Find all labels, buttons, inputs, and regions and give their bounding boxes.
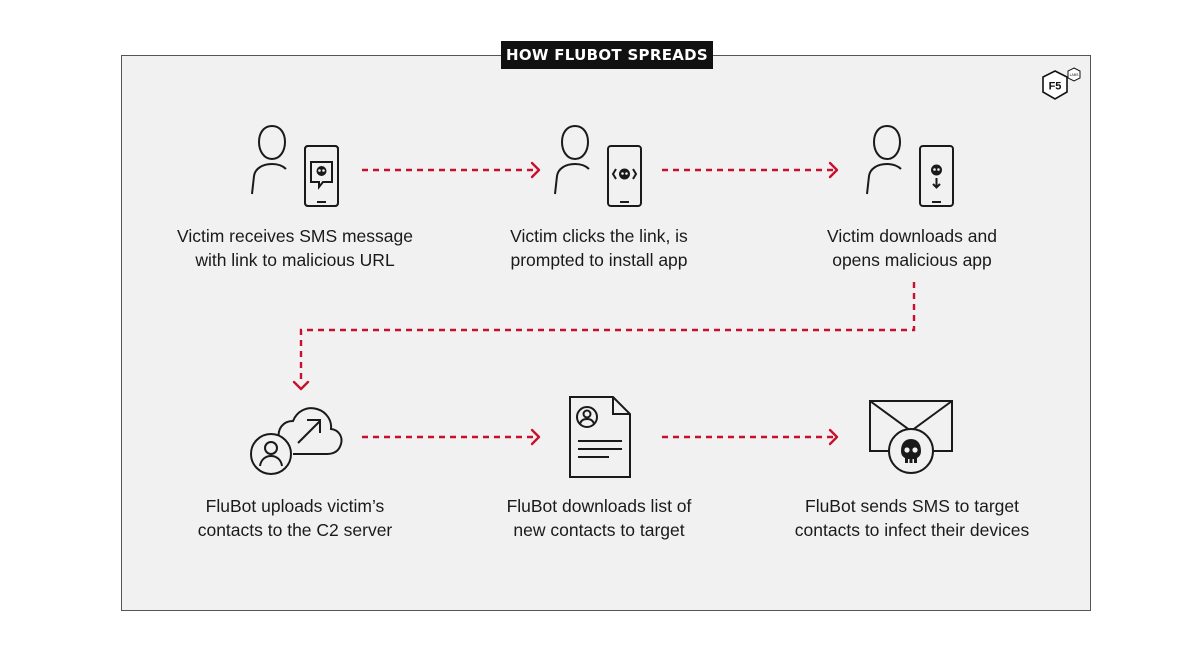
arrowhead-2 bbox=[828, 161, 839, 179]
step-4-line-1: FluBot uploads victim’s bbox=[205, 496, 385, 516]
person-phone-link-icon bbox=[554, 124, 642, 207]
diagram-title: HOW FLUBOT SPREADS bbox=[501, 41, 713, 69]
f5-labs-logo: F5 LABS bbox=[1040, 67, 1082, 102]
contact-list-document-icon bbox=[569, 396, 631, 478]
step-1-line-1: Victim receives SMS message bbox=[176, 226, 413, 246]
step-4-line-2: contacts to the C2 server bbox=[197, 520, 393, 540]
step-2-line-1: Victim clicks the link, is bbox=[510, 226, 688, 246]
step-6-line-2: contacts to infect their devices bbox=[794, 520, 1030, 540]
arrowhead-1 bbox=[530, 161, 541, 179]
step-3-line-1: Victim downloads and bbox=[827, 226, 997, 246]
diagram-panel bbox=[121, 55, 1091, 611]
step-2-label: Victim clicks the link, is prompted to i… bbox=[449, 224, 749, 272]
step-3-label: Victim downloads and opens malicious app bbox=[762, 224, 1062, 272]
arrowhead-5 bbox=[828, 428, 839, 446]
arrowhead-4 bbox=[530, 428, 541, 446]
envelope-skull-icon bbox=[869, 400, 953, 474]
step-2-line-2: prompted to install app bbox=[510, 250, 688, 270]
step-1-line-2: with link to malicious URL bbox=[195, 250, 395, 270]
step-4-label: FluBot uploads victim’s contacts to the … bbox=[145, 494, 445, 542]
step-6-line-1: FluBot sends SMS to target bbox=[805, 496, 1019, 516]
step-3-line-2: opens malicious app bbox=[832, 250, 992, 270]
step-6-label: FluBot sends SMS to target contacts to i… bbox=[762, 494, 1062, 542]
logo-text: F5 bbox=[1049, 81, 1062, 93]
arrow-step3-to-step4 bbox=[299, 282, 916, 382]
person-phone-download-icon bbox=[866, 124, 954, 207]
arrowhead-3 bbox=[292, 380, 310, 391]
logo-subtext: LABS bbox=[1070, 73, 1079, 77]
step-5-line-1: FluBot downloads list of bbox=[506, 496, 692, 516]
step-1-label: Victim receives SMS message with link to… bbox=[145, 224, 445, 272]
cloud-upload-contact-icon bbox=[250, 407, 343, 475]
person-phone-sms-icon bbox=[251, 124, 339, 207]
step-5-line-2: new contacts to target bbox=[513, 520, 685, 540]
step-5-label: FluBot downloads list of new contacts to… bbox=[449, 494, 749, 542]
